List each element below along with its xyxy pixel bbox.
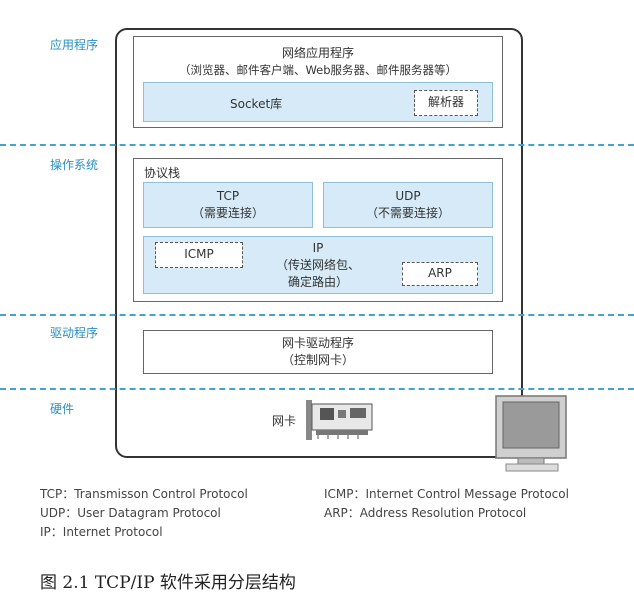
tcp-label: TCP [216,189,240,203]
tcp-note: （需要连接） [191,206,264,220]
application-subtitle: （浏览器、邮件客户端、Web服务器、邮件服务器等） [178,63,458,77]
layer-label-os: 操作系统 [50,158,99,172]
application-title: 网络应用程序 [281,46,354,60]
network-card-icon [306,400,373,440]
arp-box: ARP [402,262,478,286]
udp-box: UDP （不需要连接） [323,182,493,228]
nic-driver-box: 网卡驱动程序 （控制网卡） [143,330,493,374]
legend-udp: UDP：User Datagram Protocol [40,506,221,520]
nic-label: 网卡 [272,414,297,428]
layer-label-hardware: 硬件 [50,402,75,416]
layer-divider [0,314,634,316]
udp-label: UDP [395,189,421,203]
monitor-icon [495,395,567,472]
legend-ip: IP：Internet Protocol [40,525,163,539]
layer-divider [0,388,634,390]
legend-arp: ARP：Address Resolution Protocol [324,506,527,520]
legend-icmp: ICMP：Internet Control Message Protocol [324,487,569,501]
legend-tcp: TCP：Transmisson Control Protocol [40,487,248,501]
resolver-box: 解析器 [414,90,478,116]
layer-divider [0,144,634,146]
layer-label-application: 应用程序 [50,38,99,52]
ip-note-line2: 确定路由） [287,275,348,289]
ip-note-line1: （传送网络包、 [275,258,360,272]
icmp-box: ICMP [155,242,243,268]
nic-driver-title: 网卡驱动程序 [281,336,354,350]
layer-label-driver: 驱动程序 [50,326,99,340]
figure-caption: 图 2.1 TCP/IP 软件采用分层结构 [40,573,296,593]
socket-library-label: Socket库 [230,97,283,111]
udp-note: （不需要连接） [365,206,450,220]
protocol-stack-title: 协议栈 [144,166,181,180]
tcp-box: TCP （需要连接） [143,182,313,228]
ip-label: IP [312,241,324,255]
nic-driver-note: （控制网卡） [281,353,354,367]
